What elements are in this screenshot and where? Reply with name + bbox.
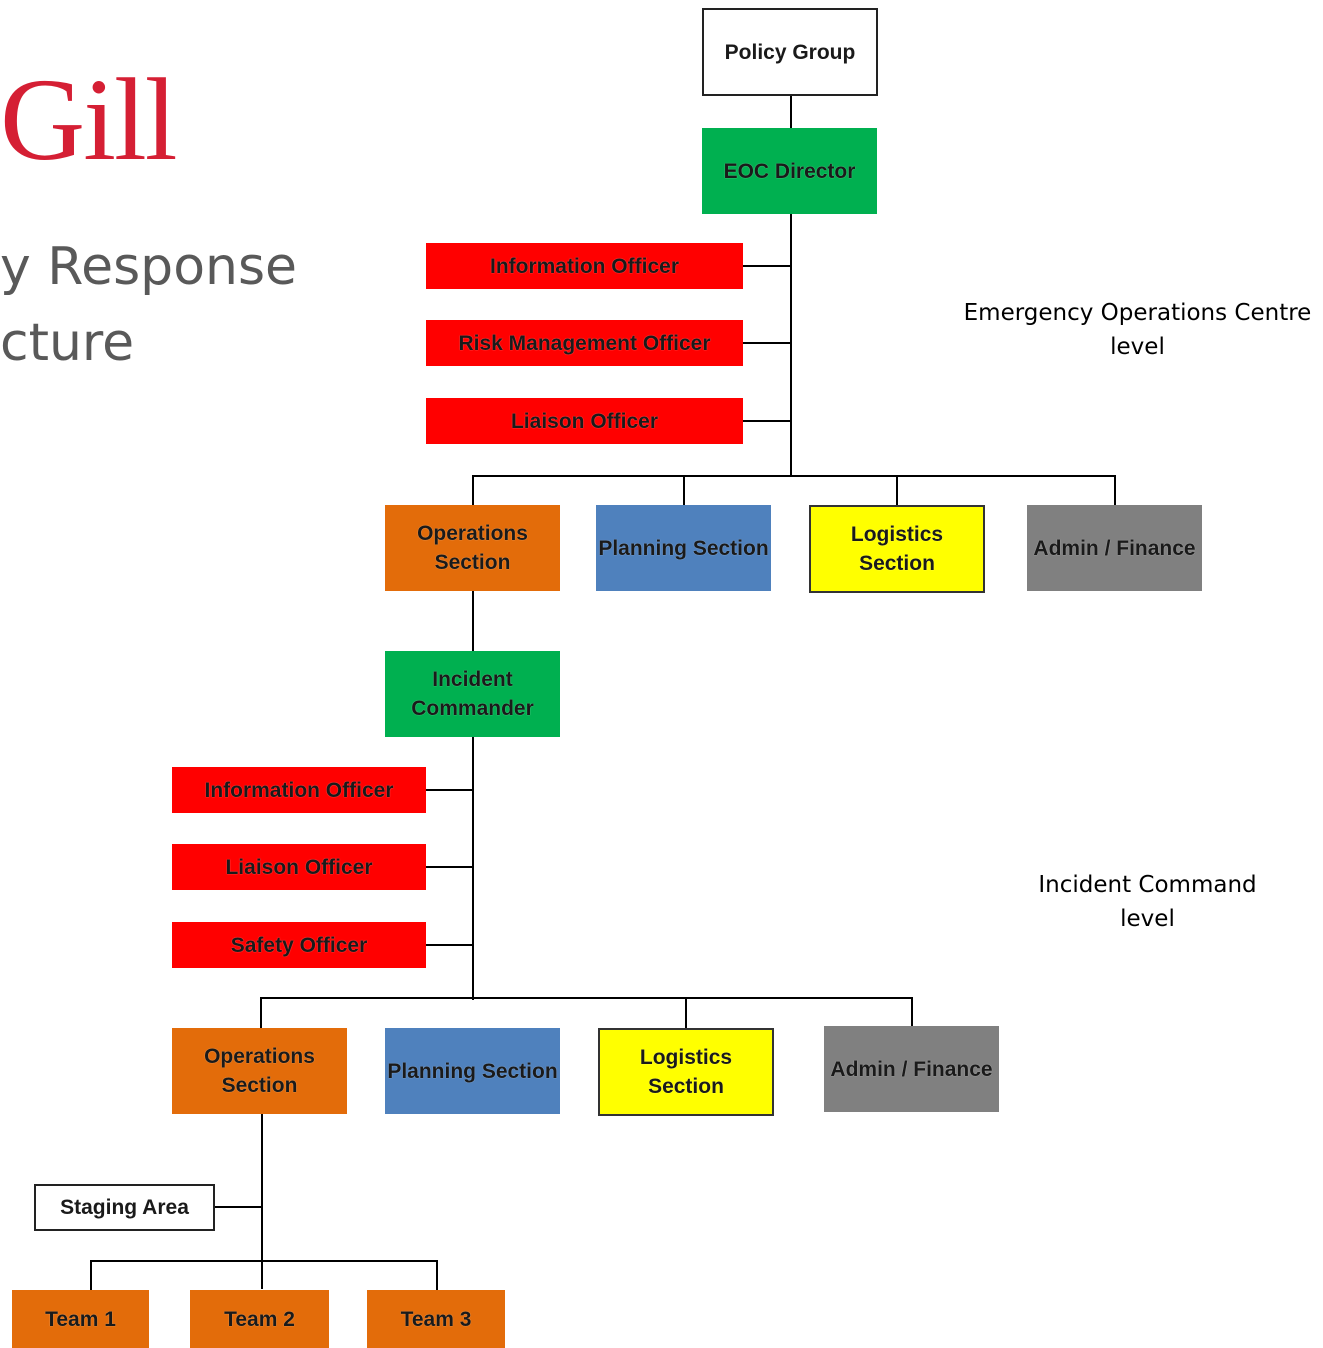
ic-operations-section-box: Operations Section	[172, 1028, 347, 1114]
team-3-box: Team 3	[367, 1290, 505, 1348]
eoc-liaison-officer-box: Liaison Officer	[426, 398, 743, 444]
eoc-admin-finance-box: Admin / Finance	[1027, 505, 1202, 591]
ic-information-officer-box: Information Officer	[172, 767, 426, 813]
eoc-planning-section-box: Planning Section	[596, 505, 771, 591]
university-logo: Gill	[0, 54, 178, 185]
ic-safety-officer-box: Safety Officer	[172, 922, 426, 968]
slide-title-line-1: y Response	[0, 237, 298, 297]
incident-commander-box: Incident Commander	[385, 651, 560, 737]
ic-planning-section-box: Planning Section	[385, 1028, 560, 1114]
team-2-box: Team 2	[190, 1290, 329, 1348]
ic-admin-finance-box: Admin / Finance	[824, 1026, 999, 1112]
ic-liaison-officer-box: Liaison Officer	[172, 844, 426, 890]
eoc-logistics-section-box: Logistics Section	[809, 505, 985, 593]
eoc-risk-management-officer-box: Risk Management Officer	[426, 320, 743, 366]
policy-group-box: Policy Group	[702, 8, 878, 96]
slide-title-line-2: cture	[0, 313, 135, 373]
eoc-level-label: Emergency Operations Centre level	[963, 300, 1312, 360]
eoc-director-box: EOC Director	[702, 128, 877, 214]
staging-area-box: Staging Area	[34, 1184, 215, 1231]
eoc-operations-section-box: Operations Section	[385, 505, 560, 591]
eoc-information-officer-box: Information Officer	[426, 243, 743, 289]
team-1-box: Team 1	[12, 1290, 149, 1348]
incident-command-level-label: Incident Command level	[1038, 872, 1257, 932]
ic-logistics-section-box: Logistics Section	[598, 1028, 774, 1116]
